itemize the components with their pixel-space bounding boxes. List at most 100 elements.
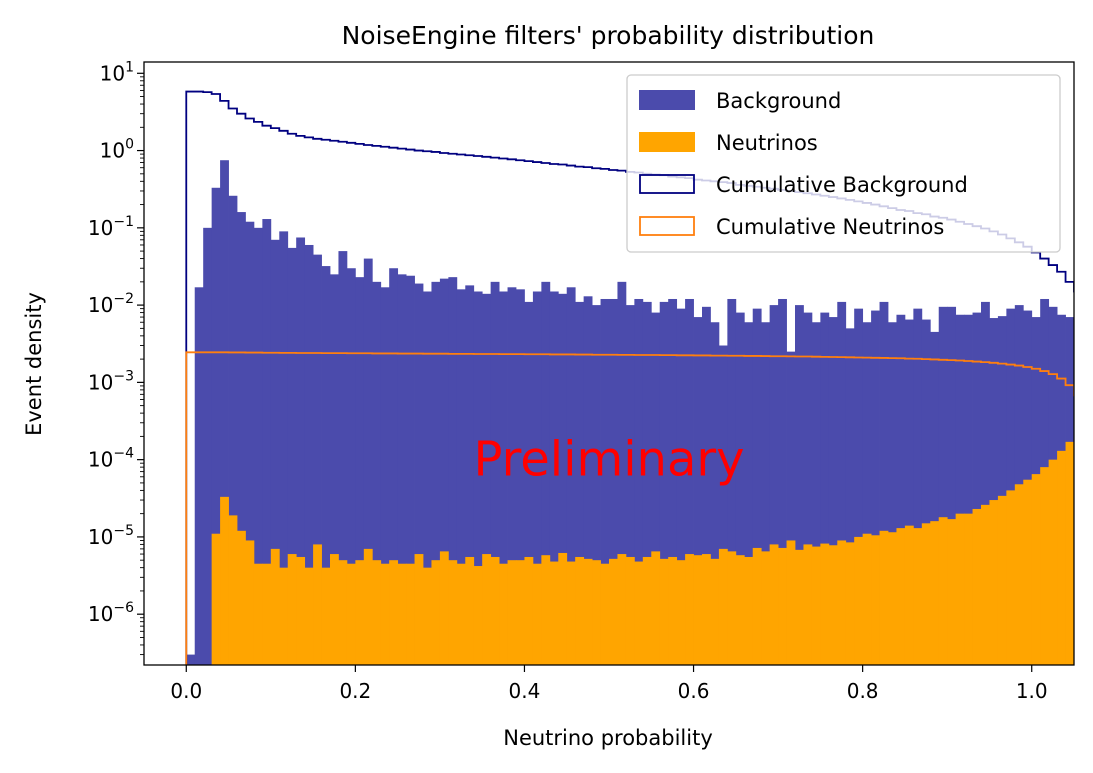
background-bar: [1006, 308, 1016, 665]
neutrinos-bar: [490, 556, 500, 665]
neutrinos-bar: [972, 508, 982, 665]
neutrinos-bar: [1057, 450, 1066, 665]
background-bar: [473, 291, 483, 665]
background-bar: [380, 287, 390, 665]
neutrinos-bar: [516, 560, 525, 665]
background-bar: [964, 314, 973, 665]
background-bar: [346, 268, 356, 665]
neutrinos-bar: [423, 567, 432, 665]
neutrinos-bar: [482, 554, 492, 665]
x-tick-label: 1.0: [1016, 679, 1048, 703]
background-bar: [600, 298, 610, 665]
neutrinos-bar: [811, 546, 821, 665]
neutrinos-bar: [710, 558, 720, 665]
background-bar: [625, 305, 635, 665]
neutrinos-bar: [617, 554, 627, 665]
background-bar: [634, 298, 644, 665]
background-bar: [456, 289, 466, 665]
background-bar: [490, 281, 500, 665]
legend-swatch-neutrinos: [639, 132, 695, 152]
y-tick-label: 10−6: [88, 600, 134, 626]
neutrinos-bar: [558, 552, 568, 665]
background-bar: [693, 317, 703, 665]
background-bar: [220, 160, 229, 665]
neutrinos-bar: [913, 528, 923, 665]
background-bar: [262, 219, 272, 665]
neutrinos-bar: [414, 554, 424, 665]
neutrinos-bar: [321, 567, 331, 665]
neutrinos-bar: [744, 556, 754, 665]
neutrinos-bar: [947, 519, 957, 665]
neutrinos-bar: [431, 560, 441, 665]
neutrinos-bar: [456, 563, 466, 665]
preliminary-annotation: Preliminary: [473, 432, 744, 488]
neutrinos-bar: [1006, 490, 1016, 665]
background-bar: [313, 254, 322, 665]
neutrinos-bar: [245, 540, 255, 665]
neutrinos-bar: [279, 567, 289, 665]
x-tick-label: 0.6: [678, 679, 710, 703]
neutrinos-bar: [549, 561, 559, 665]
background-bar: [930, 331, 940, 665]
background-bar: [710, 322, 720, 665]
background-bar: [837, 301, 847, 665]
background-bar: [651, 312, 661, 665]
neutrinos-bar: [524, 556, 534, 665]
legend-swatch-cumulative-neutrinos: [639, 216, 695, 236]
background-bar: [532, 291, 542, 665]
background-bar: [676, 308, 686, 665]
neutrinos-bar: [1065, 441, 1074, 665]
neutrinos-bar: [879, 530, 889, 665]
background-bar: [245, 221, 255, 665]
background-bar: [828, 317, 838, 665]
legend-box: [626, 74, 1061, 253]
neutrinos-bar: [862, 533, 872, 665]
background-bar: [296, 237, 306, 665]
neutrinos-bar: [752, 547, 762, 665]
neutrinos-bar: [313, 544, 322, 665]
background-bar: [253, 227, 263, 665]
background-bar: [321, 266, 331, 665]
neutrinos-bar: [854, 536, 864, 665]
legend-label-neutrinos: Neutrinos: [716, 131, 818, 155]
background-bar: [583, 296, 593, 665]
neutrinos-bar: [981, 504, 990, 665]
y-tick-label: 10−1: [88, 214, 134, 240]
background-bar: [389, 268, 399, 665]
background-bar: [938, 306, 948, 665]
background-bar: [465, 285, 475, 665]
background-bar: [228, 195, 238, 665]
background-bar: [558, 293, 568, 665]
neutrinos-bar: [287, 554, 297, 665]
neutrinos-bar: [1014, 484, 1024, 665]
neutrinos-bar: [803, 544, 813, 665]
neutrinos-bar: [634, 561, 644, 665]
background-bar: [811, 322, 821, 665]
background-bar: [642, 301, 652, 665]
neutrinos-bar: [778, 547, 787, 665]
neutrinos-bar: [795, 549, 804, 665]
neutrinos-bar: [659, 558, 669, 665]
background-bar: [186, 654, 196, 665]
background-bar: [989, 318, 999, 665]
background-bar: [617, 281, 627, 665]
background-bar: [981, 301, 990, 665]
background-bar: [330, 274, 339, 665]
background-bar: [482, 293, 492, 665]
x-axis-label: Neutrino probability: [503, 726, 713, 750]
background-bar: [803, 312, 813, 665]
neutrinos-bar: [820, 543, 830, 665]
background-bar: [854, 308, 864, 665]
neutrinos-bar: [930, 521, 940, 665]
cumulative-neutrinos-step-line: [185, 351, 1074, 665]
neutrinos-bar: [507, 560, 517, 665]
neutrinos-bar: [211, 533, 221, 665]
neutrinos-bar: [473, 566, 483, 665]
neutrinos-bar: [761, 551, 771, 665]
background-bar: [820, 312, 830, 665]
background-bar: [761, 322, 771, 665]
background-bar: [795, 305, 804, 665]
neutrinos-bar: [735, 555, 745, 665]
